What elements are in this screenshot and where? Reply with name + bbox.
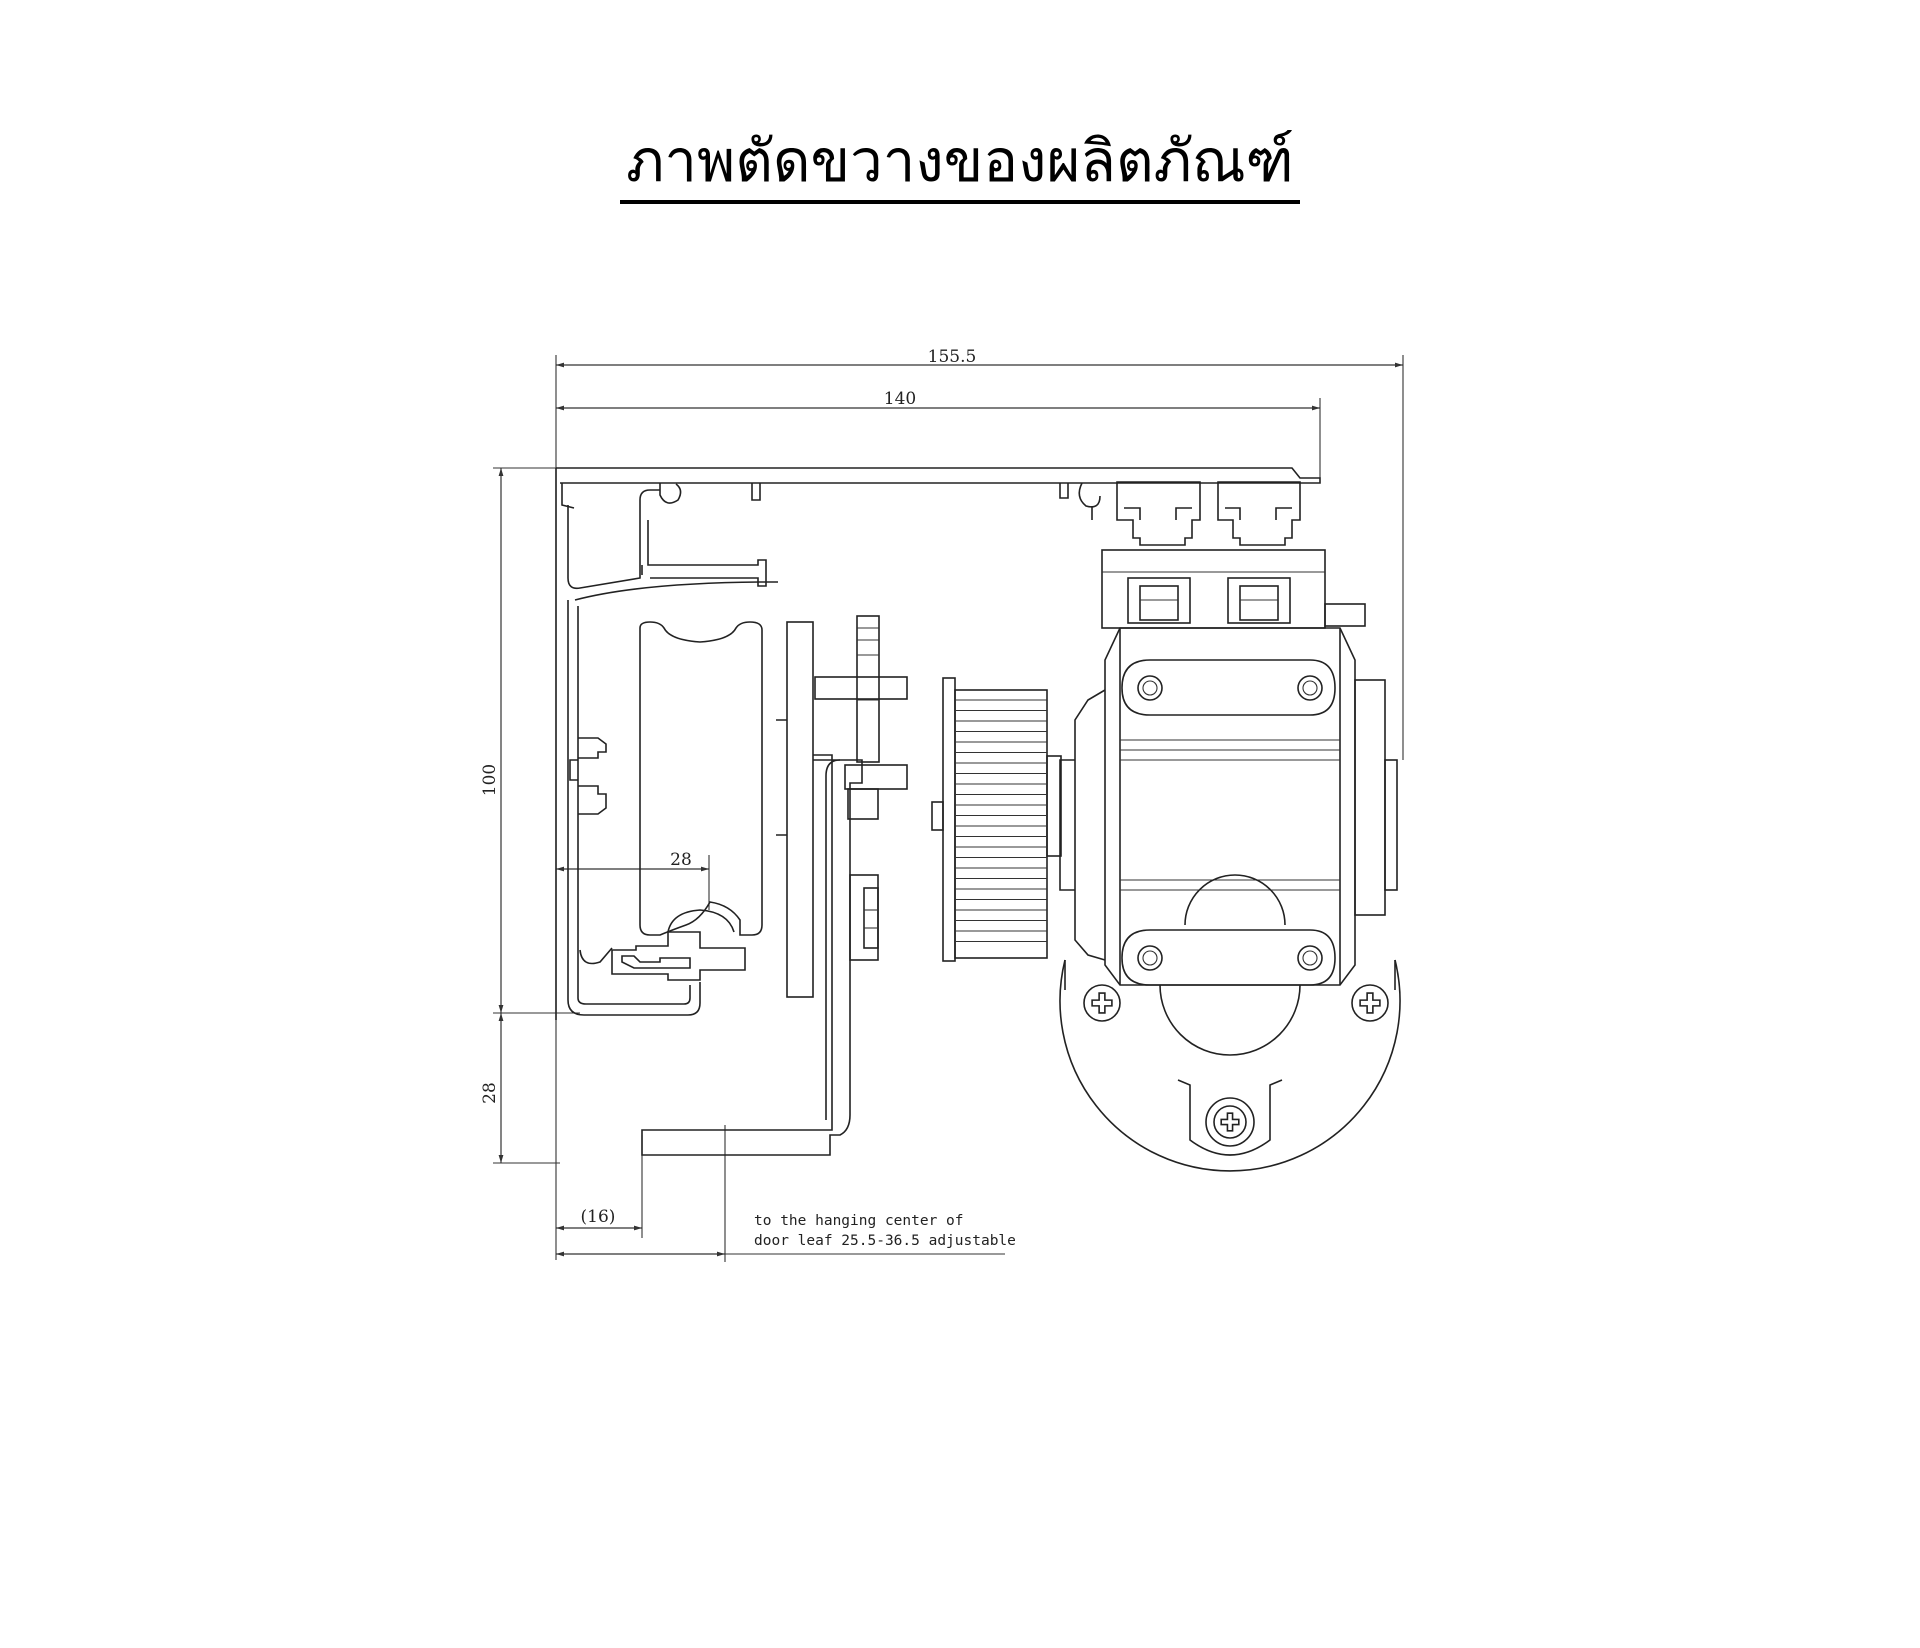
screw-head-icon xyxy=(1083,984,1121,1022)
carriage-block xyxy=(611,621,763,981)
dim-height-main: 100 xyxy=(480,764,500,796)
motor-unit xyxy=(1059,481,1401,1172)
dim-overall-width: 155.5 xyxy=(928,347,977,367)
note-line-1: to the hanging center of xyxy=(754,1213,964,1229)
dim-offset: (16) xyxy=(581,1207,616,1227)
screw-head-icon xyxy=(1213,1105,1247,1139)
screw-head-icon xyxy=(1351,984,1389,1022)
note-line-2: door leaf 25.5-36.5 adjustable xyxy=(754,1233,1016,1249)
belt-pulley xyxy=(931,677,1062,962)
dim-height-lower: 28 xyxy=(480,1082,500,1104)
aluminium-profile xyxy=(555,467,1321,1020)
mounting-bracket xyxy=(641,615,908,1156)
dim-profile-width: 140 xyxy=(884,389,916,409)
page-title: ภาพตัดขวางของผลิตภัณฑ์ xyxy=(0,132,1920,204)
dimension-lines xyxy=(493,355,1404,1262)
page-title-text: ภาพตัดขวางของผลิตภัณฑ์ xyxy=(620,132,1300,204)
dim-inner-width: 28 xyxy=(670,850,692,870)
